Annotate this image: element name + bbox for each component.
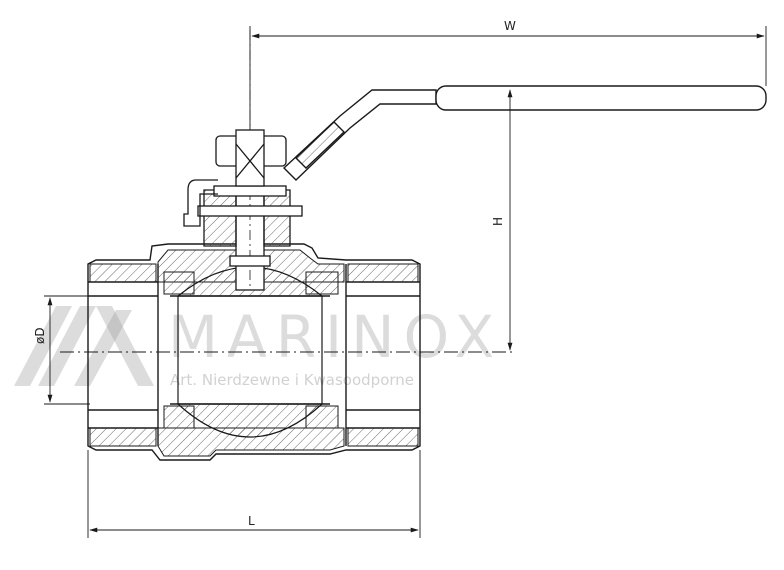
- handle-lever: [282, 85, 767, 181]
- dimension-w-label: W: [504, 19, 516, 33]
- watermark-tagline: Art. Nierdzewne i Kwasoodporne: [170, 371, 414, 389]
- watermark: MARINOX Art. Nierdzewne i Kwasoodporne: [14, 303, 503, 389]
- dimension-h-label: H: [491, 217, 505, 226]
- dimension-l-label: L: [248, 514, 255, 528]
- stop-lug: [183, 179, 218, 227]
- body-section-hatch: [89, 249, 419, 457]
- marinox-logo-icon: [14, 306, 154, 386]
- dimension-labels: W H øD L: [33, 19, 516, 528]
- dimension-d-label: øD: [33, 327, 47, 344]
- dimension-lines: [44, 26, 767, 538]
- watermark-brand: MARINOX: [168, 303, 503, 371]
- stem-assembly: [197, 30, 303, 291]
